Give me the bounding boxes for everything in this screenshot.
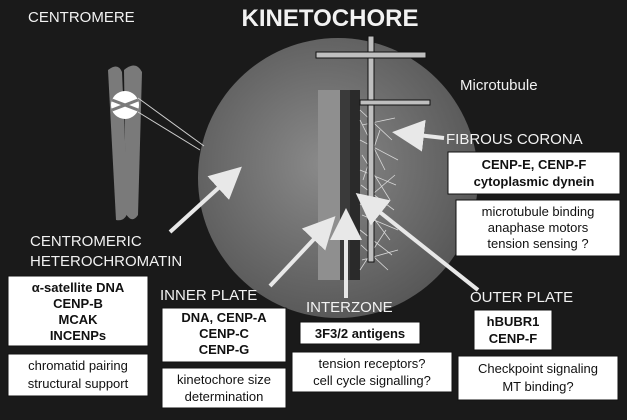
- box-inner-proteins: [161, 307, 287, 363]
- inner-plate-band: [318, 90, 340, 280]
- arrow-outer-plate: [355, 193, 480, 292]
- box-interzone-functions: [291, 351, 453, 393]
- arrow-fibrous-corona: [392, 119, 445, 152]
- outer-function-0: Checkpoint signaling: [478, 361, 598, 376]
- inner-function-0: kinetochore size: [177, 372, 271, 387]
- box-outer-proteins: [473, 309, 553, 351]
- hetero-protein-0: α-satellite DNA: [32, 280, 125, 295]
- interzone-function-1: cell cycle signalling?: [313, 373, 431, 388]
- interzone-band: [340, 90, 350, 280]
- box-hetero-proteins: [7, 275, 149, 347]
- hetero-protein-2: MCAK: [59, 312, 99, 327]
- box-interzone-proteins: [299, 321, 421, 345]
- label-inner-plate: INNER PLATE: [160, 287, 257, 304]
- interzone-protein-0: 3F3/2 antigens: [315, 326, 405, 341]
- box-hetero-functions: [7, 353, 149, 397]
- centromere-leader-top: [137, 97, 205, 147]
- centromere-leader-bottom: [137, 111, 201, 151]
- fibrous-protein-0: CENP-E, CENP-F: [482, 157, 587, 172]
- label-heterochromatin: HETEROCHROMATIN: [30, 253, 182, 270]
- label-interzone: INTERZONE: [306, 299, 393, 316]
- box-fibrous-functions: [455, 199, 621, 257]
- hetero-function-1: structural support: [28, 376, 129, 391]
- inner-function-1: determination: [185, 389, 264, 404]
- fibrous-function-2: tension sensing ?: [487, 236, 588, 251]
- chromosome-icon: [108, 65, 142, 221]
- inner-protein-1: CENP-C: [199, 326, 249, 341]
- inner-protein-0: DNA, CENP-A: [181, 310, 267, 325]
- microtubule-short: [359, 99, 431, 106]
- hetero-protein-3: INCENPs: [50, 328, 106, 343]
- microtubule-horizontal: [315, 51, 427, 59]
- arrow-heterochromatin: [168, 166, 242, 234]
- label-microtubule: Microtubule: [460, 77, 538, 94]
- box-outer-functions: [457, 355, 619, 401]
- outer-protein-0: hBUBR1: [487, 314, 540, 329]
- microtubule-vertical: [367, 35, 375, 263]
- box-inner-functions: [161, 367, 287, 409]
- inner-protein-2: CENP-G: [199, 342, 250, 357]
- label-fibrous-corona: FIBROUS CORONA: [446, 131, 583, 148]
- outer-protein-1: CENP-F: [489, 331, 537, 346]
- label-centromeric: CENTROMERIC: [30, 233, 142, 250]
- hetero-protein-1: CENP-B: [53, 296, 103, 311]
- label-outer-plate: OUTER PLATE: [470, 289, 573, 306]
- interzone-function-0: tension receptors?: [319, 356, 426, 371]
- fibrous-protein-1: cytoplasmic dynein: [474, 174, 595, 189]
- title: KINETOCHORE: [242, 5, 419, 32]
- label-centromere: CENTROMERE: [28, 9, 135, 26]
- outer-plate-band: [350, 90, 360, 280]
- arrow-inner-plate: [268, 216, 336, 288]
- fibrous-function-0: microtubule binding: [482, 204, 595, 219]
- fibrous-function-1: anaphase motors: [488, 220, 589, 235]
- box-fibrous-proteins: [447, 151, 621, 195]
- hetero-function-0: chromatid pairing: [28, 358, 128, 373]
- outer-function-1: MT binding?: [502, 379, 573, 394]
